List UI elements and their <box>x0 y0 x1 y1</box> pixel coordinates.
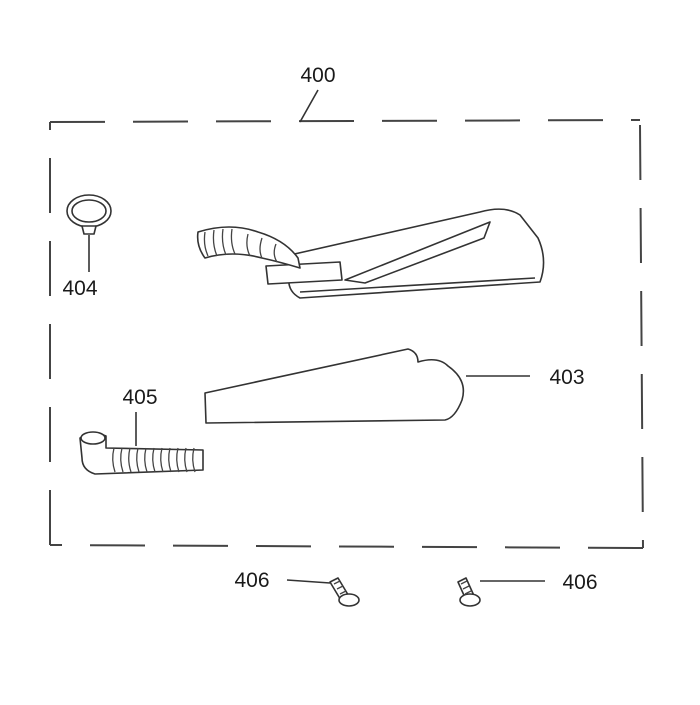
seal-ring-part <box>66 194 112 235</box>
leader-400 <box>299 89 319 123</box>
assembly-boundary <box>49 119 644 549</box>
upper-duct-housing <box>196 208 545 299</box>
label-406-right: 406 <box>562 571 597 594</box>
screw-left-part <box>329 577 360 607</box>
assembly-label-400: 400 <box>300 64 335 87</box>
label-403: 403 <box>549 366 584 389</box>
hose-part <box>79 431 204 475</box>
duct-cover-part <box>204 348 465 424</box>
leader-406-left <box>286 579 331 584</box>
screw-right-part <box>457 577 481 607</box>
label-405: 405 <box>122 386 157 409</box>
label-404: 404 <box>62 277 97 300</box>
label-406-left: 406 <box>234 569 269 592</box>
